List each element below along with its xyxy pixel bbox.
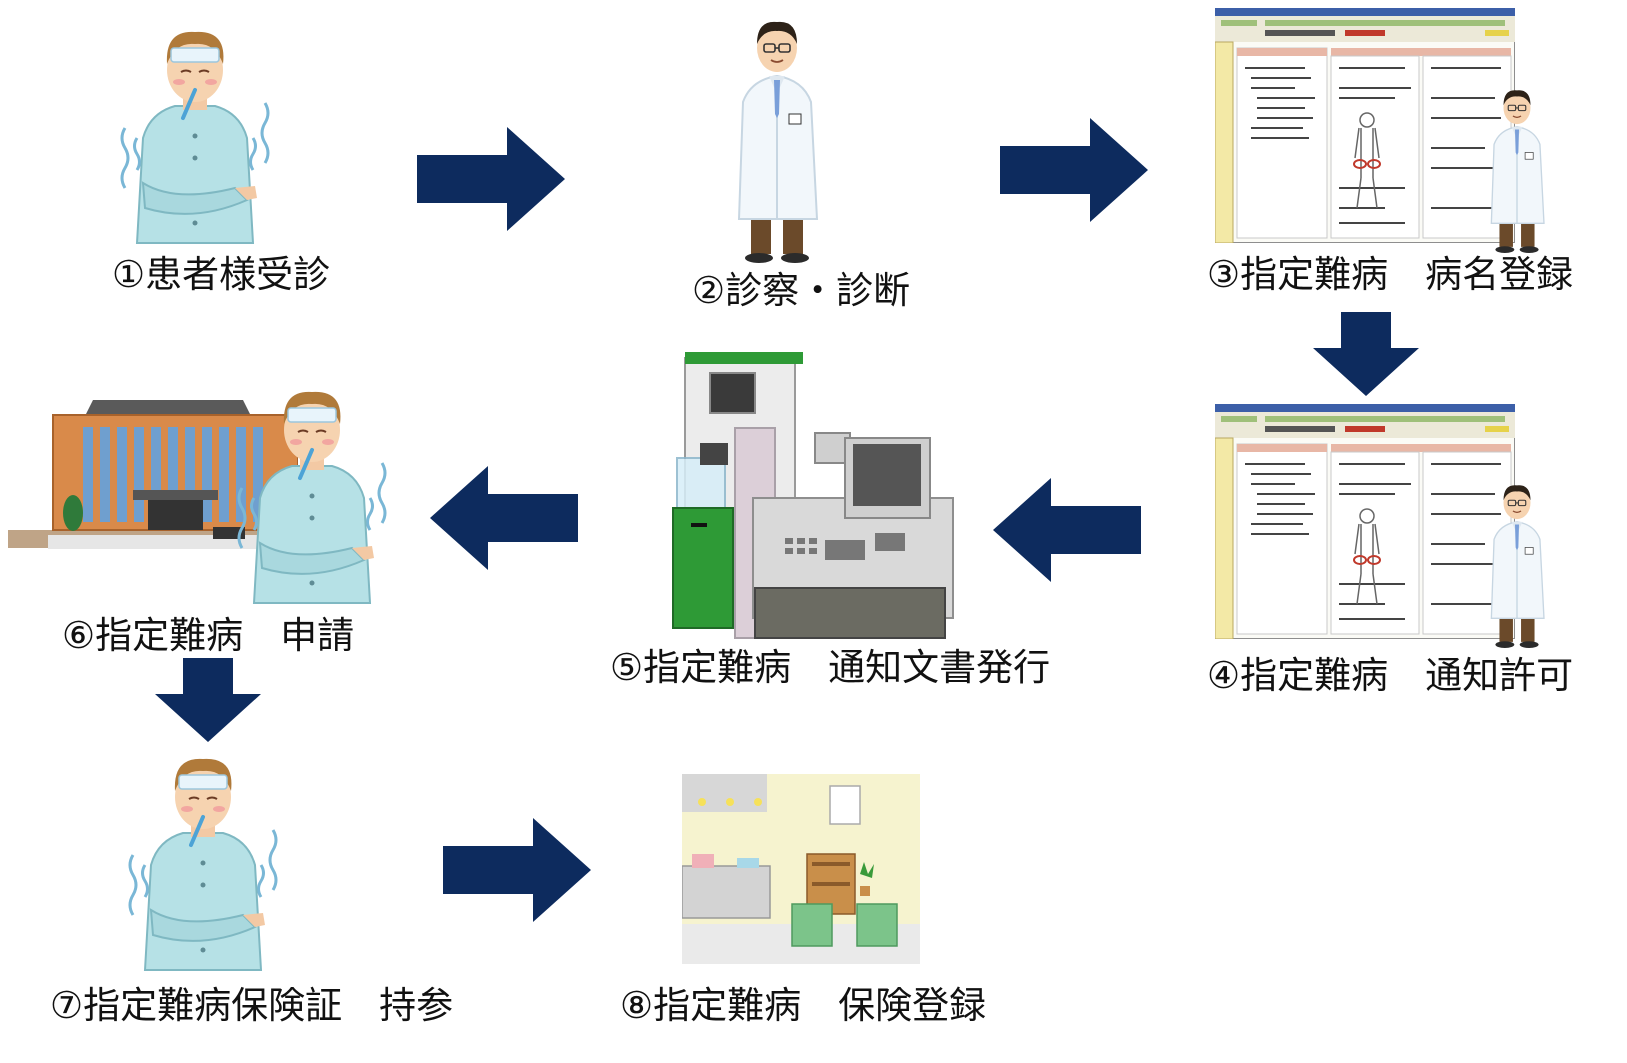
arrow-right-icon: [1000, 118, 1148, 222]
arrow-down-icon: [155, 658, 261, 742]
ehr-screen-icon: [1215, 404, 1515, 639]
step-8-label: ⑧指定難病 保険登録: [620, 984, 987, 1027]
step-6-label: ⑥指定難病 申請: [62, 614, 355, 657]
city-hall-icon: [8, 400, 298, 549]
arrow-down-icon: [1313, 312, 1419, 396]
ehr-screen-icon: [1215, 8, 1515, 243]
sick-patient-icon: [120, 29, 270, 246]
doctor-icon: [738, 20, 818, 264]
reception-room-icon: [682, 774, 920, 964]
arrow-right-icon: [417, 127, 565, 231]
step-2-label: ②診察・診断: [692, 269, 911, 312]
arrow-right-icon: [443, 818, 591, 922]
step-7-label: ⑦指定難病保険証 持参: [50, 984, 454, 1027]
doctor-icon: [1490, 484, 1545, 649]
step-4-label: ④指定難病 通知許可: [1207, 654, 1574, 697]
arrow-left-icon: [993, 478, 1141, 582]
step-1-label: ①患者様受診: [112, 253, 331, 296]
kiosk-register-icon: [672, 352, 954, 639]
doctor-icon: [1490, 89, 1545, 254]
sick-patient-icon: [237, 389, 387, 605]
step-5-label: ⑤指定難病 通知文書発行: [610, 646, 1051, 689]
sick-patient-icon: [128, 756, 278, 972]
step-3-label: ③指定難病 病名登録: [1207, 253, 1574, 296]
arrow-left-icon: [430, 466, 578, 570]
